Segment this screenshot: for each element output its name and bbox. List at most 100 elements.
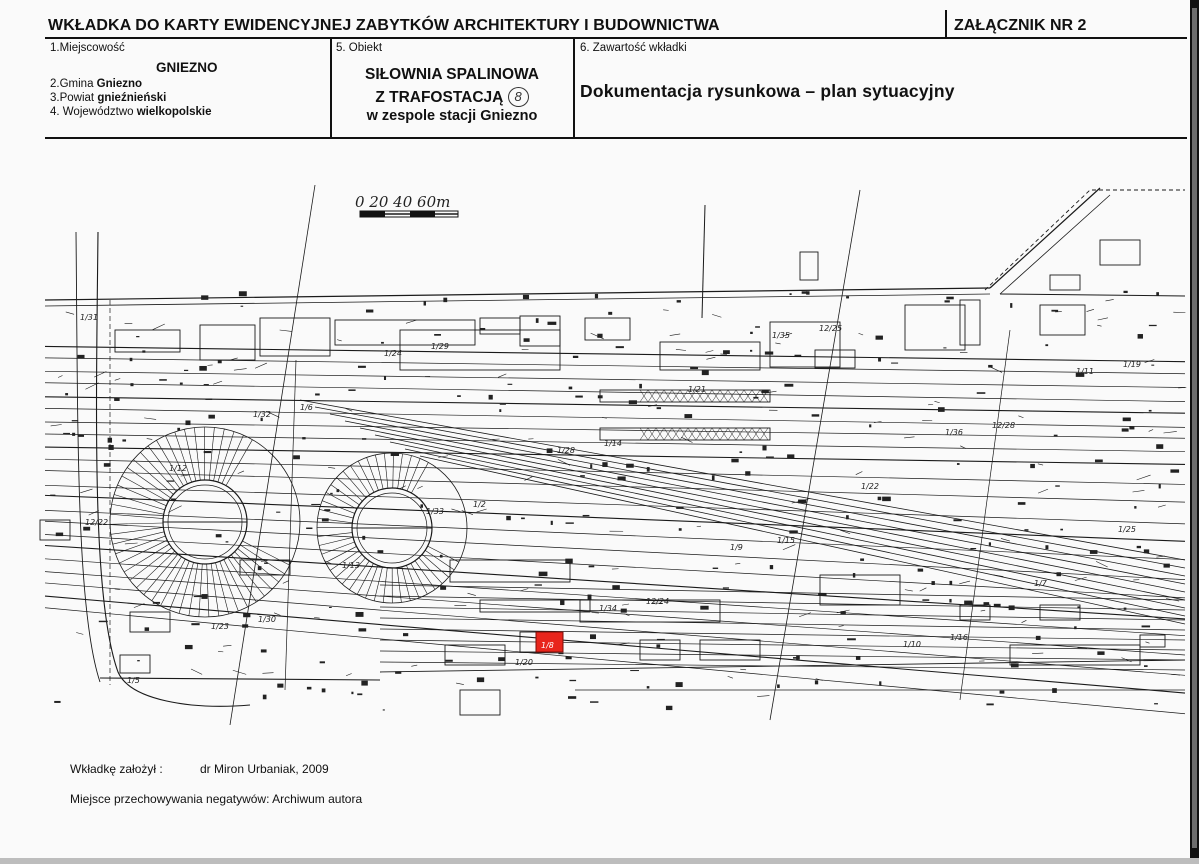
roundhouse-east-spoke [392, 453, 394, 489]
plan-mark [582, 514, 590, 517]
plan-mark [999, 690, 1005, 694]
roundhouse-west-spoke [225, 439, 253, 486]
plan-mark [439, 554, 443, 558]
object-name-line1: SIŁOWNIA SPALINOWA [365, 66, 539, 83]
track-line [329, 413, 1186, 577]
parcel-label: 1/22 [861, 482, 879, 491]
plan-mark [860, 558, 865, 561]
plan-mark [348, 389, 356, 391]
parcel-label: 12/25 [819, 324, 842, 333]
plan-mark [789, 293, 792, 295]
plan-mark [351, 691, 354, 695]
bridge-truss [679, 427, 689, 441]
road-line [99, 677, 381, 681]
roundhouse-west-spoke [119, 539, 168, 564]
track-line [379, 584, 1186, 601]
parcel-label: 1/14 [604, 439, 622, 448]
plan-hatch [663, 309, 669, 311]
roundhouse-west-spoke [178, 562, 194, 614]
parcel-label: 1/15 [777, 536, 795, 545]
roundhouse-west-spoke [143, 553, 179, 595]
plan-mark [565, 558, 573, 564]
track-line [44, 357, 1186, 375]
plan-mark [98, 620, 108, 623]
plan-hatch [799, 498, 810, 502]
parcel-label: 1/25 [1118, 525, 1136, 534]
plan-mark [1151, 364, 1155, 366]
parcel-label: 1/2 [473, 500, 486, 509]
roundhouse-west-spoke [194, 427, 201, 481]
plan-mark [1137, 334, 1143, 339]
plan-hatch [798, 612, 811, 618]
plan-mark [77, 434, 85, 437]
track-line [44, 607, 1186, 715]
plan-mark [293, 455, 300, 460]
roundhouse-west-spoke [124, 543, 170, 573]
plan-hatch [146, 438, 153, 440]
building-outline [1049, 274, 1081, 291]
plan-hatch [144, 417, 157, 420]
plan-mark [630, 670, 639, 672]
plan-hatch [706, 356, 716, 360]
roundhouse-west-spoke [115, 535, 166, 555]
plan-mark [956, 463, 960, 465]
plan-mark [983, 602, 990, 606]
plan-mark [1052, 688, 1057, 693]
plan-mark [522, 294, 530, 300]
plan-mark [796, 655, 800, 660]
plan-mark [330, 492, 333, 495]
plan-hatch [782, 544, 796, 550]
plan-mark [970, 547, 977, 550]
roundhouse-west-spoke [223, 559, 248, 608]
scale-bar-frame [359, 210, 459, 218]
plan-hatch [93, 371, 107, 378]
plan-mark [440, 585, 447, 590]
plan-mark [565, 656, 572, 660]
road-line [44, 293, 991, 307]
plan-hatch [1018, 415, 1024, 419]
plan-mark [1170, 469, 1180, 473]
plan-hatch [58, 375, 63, 378]
building-outline [39, 519, 71, 541]
plan-mark [879, 681, 882, 686]
parcel-label: 1/36 [945, 428, 963, 437]
plan-mark [262, 694, 267, 700]
plan-mark [646, 686, 650, 689]
highlighted-object [535, 631, 564, 653]
parcel-label: 1/11 [1076, 367, 1094, 376]
track-line [314, 406, 1186, 569]
content-value: Dokumentacja rysunkowa – plan sytuacyjny [580, 81, 955, 101]
plan-hatch [323, 560, 332, 565]
plan-hatch [114, 378, 121, 381]
object-name-line2: Z TRAFOSTACJĄ [375, 89, 504, 106]
plan-mark [739, 451, 743, 453]
plan-mark [558, 652, 564, 655]
plan-hatch [919, 587, 927, 592]
plan-hatch [775, 342, 781, 345]
parcel-label: 1/10 [903, 640, 921, 649]
building-outline [769, 321, 841, 368]
plan-mark [846, 296, 850, 299]
bridge-truss [679, 389, 689, 403]
plan-mark [602, 462, 608, 467]
roundhouse-west-spoke [140, 452, 177, 492]
plan-mark [377, 550, 384, 554]
plan-hatch [314, 617, 320, 619]
plan-mark [184, 369, 189, 372]
content-label: 6. Zawartość wkładki [580, 42, 687, 54]
roundhouse-east-spoke [396, 567, 402, 603]
parcel-label: 1/20 [515, 658, 533, 667]
bridge-truss [719, 427, 729, 441]
roundhouse-east-spoke [427, 545, 459, 563]
plan-mark [1129, 426, 1135, 430]
plan-hatch [411, 664, 418, 667]
roundhouse-east-spoke [349, 560, 370, 590]
plan-mark [499, 403, 506, 405]
building-outline [119, 654, 151, 674]
bridge-truss [663, 427, 673, 441]
parcel-label: 1/32 [253, 410, 271, 419]
plan-mark [798, 499, 807, 504]
bridge-truss [759, 427, 769, 441]
plan-mark [395, 671, 402, 674]
track-line [419, 455, 1186, 625]
